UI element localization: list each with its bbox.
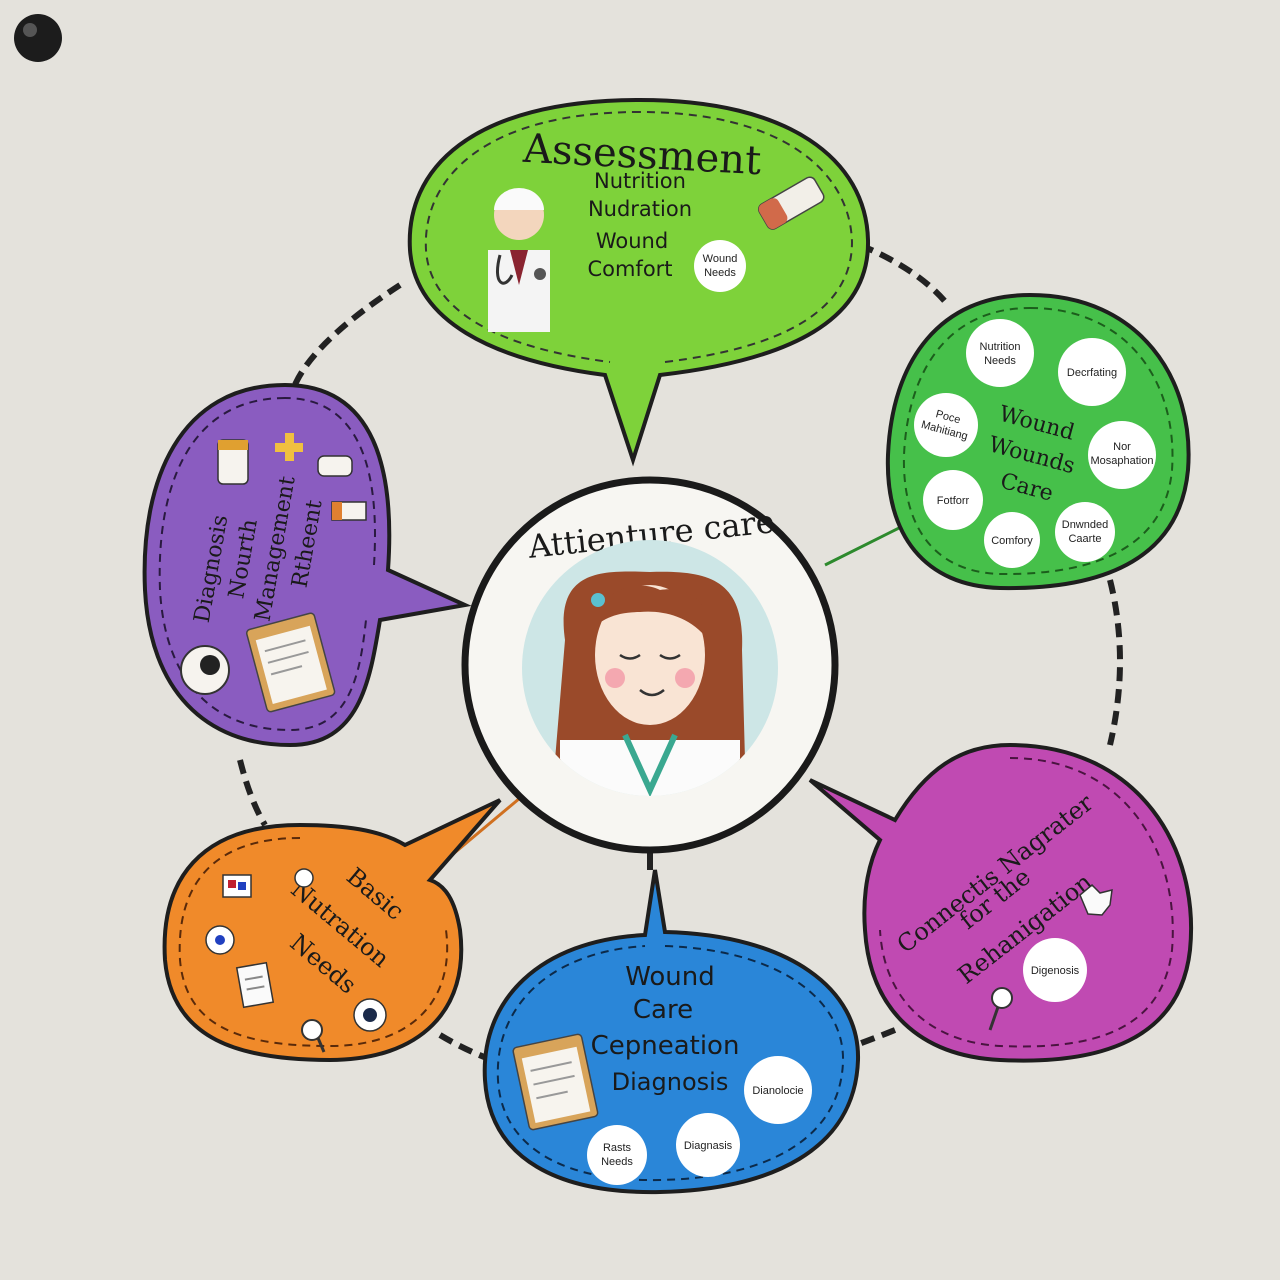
svg-text:Digenosis: Digenosis [1031,965,1080,977]
wc-circle-poce: Poce Mahitiang [914,393,978,457]
pushpin-icon [14,14,62,62]
assessment-badge: Wound Needs [694,240,746,292]
center-node: Attienture care [461,476,839,854]
dot-icon [294,868,314,888]
wcd-line-4: Diagnosis [612,1068,729,1096]
diagnosis-bubble: Diagnosis Nourth Management Rtheent [142,382,472,748]
wound-care-diagnosis-bubble: Wound Care Cepneation Diagnosis Dianoloc… [482,869,861,1195]
wc-circle-decrfating: Decrfating [1058,338,1126,406]
svg-text:Comfory: Comfory [991,535,1033,547]
svg-text:Nutrition: Nutrition [980,341,1021,353]
svg-text:Dianolocie: Dianolocie [752,1085,803,1097]
wcd-circle-dianolocie: Dianolocie [744,1056,812,1124]
magnifier-icon [301,1019,326,1053]
svg-text:Caarte: Caarte [1068,533,1101,545]
doctor-icon [488,188,550,332]
medicine-wheel-icon [205,925,235,955]
bandage-icon [757,176,825,230]
svg-text:Rasts: Rasts [603,1142,632,1154]
wc-circle-dnwnded: Dnwnded Caarte [1055,502,1115,562]
wcd-circle-rasts-needs: Rasts Needs [587,1125,647,1185]
medicine-jar-icon [217,439,249,485]
wc-circle-nor: Nor Mosaphation [1088,421,1156,489]
assessment-item-wound: Wound [596,229,668,253]
svg-text:Wound: Wound [703,253,738,265]
svg-text:Decrfating: Decrfating [1067,367,1117,379]
svg-text:Needs: Needs [704,267,736,279]
pill-icon [317,455,367,521]
navigator-magnifier-icon [988,987,1013,1031]
wcd-line-2: Care [633,995,693,1025]
assessment-item-comfort: Comfort [587,257,672,281]
navigator-badge: Digenosis [1023,938,1087,1002]
wcd-clipboard-icon [512,1033,599,1131]
gear-icon [1079,883,1113,916]
svg-text:Nor: Nor [1113,441,1131,453]
wc-circle-comfory: Comfory [984,512,1040,568]
clipboard-icon [245,612,336,713]
wc-circle-nutrition-needs: Nutrition Needs [966,319,1034,387]
plus-icon [275,433,303,461]
assessment-bubble: Assessment Nutrition Nudration Wound Com… [407,97,871,467]
svg-text:Mosaphation: Mosaphation [1091,455,1154,467]
svg-text:Fotforr: Fotforr [937,495,970,507]
wcd-line-3: Cepneation [591,1031,740,1061]
document-icon [235,961,275,1009]
wcd-circle-diagnasis: Diagnasis [676,1113,740,1177]
wc-circle-fotforr: Fotforr [923,470,983,530]
assessment-item-nudration: Nudration [588,197,692,221]
eye-icon [353,998,387,1032]
basic-needs-bubble: Basic Nutration Needs [162,798,502,1063]
svg-text:Dnwnded: Dnwnded [1062,519,1108,531]
wounds-care-bubble: Wound Wounds Care Nutrition Needs Decrfa… [885,292,1191,591]
svg-text:Needs: Needs [601,1156,633,1168]
svg-text:Needs: Needs [984,355,1016,367]
navigator-bubble: Connectis Nagrater for the Rehanigation … [808,742,1193,1063]
stethoscope-icon [180,645,230,695]
svg-text:Diagnasis: Diagnasis [684,1140,733,1152]
wcd-line-1: Wound [625,962,715,992]
nurse-portrait-icon [522,540,778,796]
pill-box-icon [222,874,252,898]
assessment-item-nutrition: Nutrition [594,169,686,193]
